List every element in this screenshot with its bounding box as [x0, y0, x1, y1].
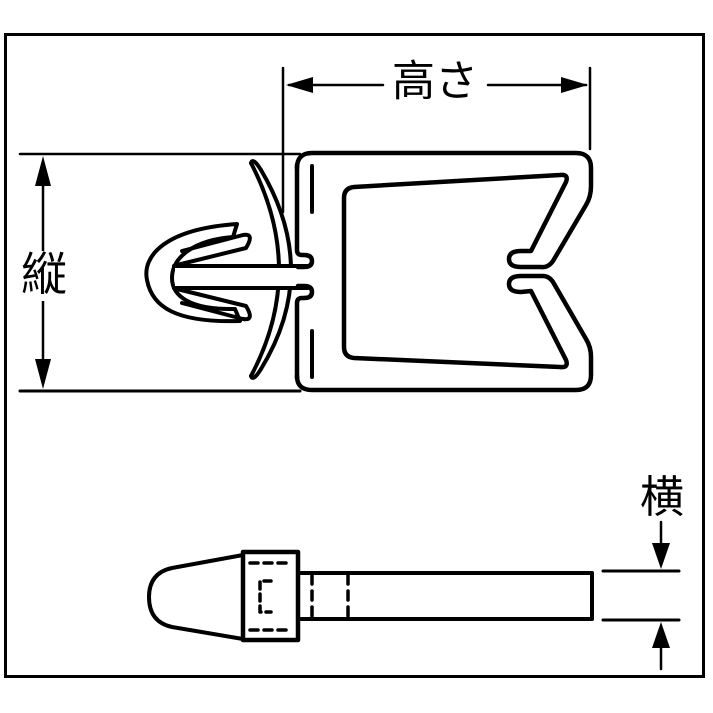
anchor-barb-fins — [175, 232, 252, 322]
arrowhead-up — [652, 622, 670, 648]
width-dimension-label: 横 — [640, 472, 684, 523]
arrowhead-down — [652, 543, 670, 569]
mount-block — [240, 549, 301, 643]
anchor-stem — [172, 264, 310, 290]
body-left-wall-lower — [294, 283, 315, 381]
arrowhead-left — [286, 77, 313, 93]
height-dimension-label: 高さ — [392, 57, 478, 107]
body-profile — [294, 150, 594, 393]
arrowhead-up — [35, 156, 51, 186]
body-outline — [294, 150, 594, 393]
anchor-head-side — [147, 553, 245, 641]
band-strip — [296, 571, 594, 621]
height-dimension — [281, 66, 592, 214]
vertical-dim-reference-lines — [18, 152, 302, 393]
body-left-wall-upper — [294, 162, 315, 270]
arrowhead-down — [35, 359, 51, 389]
anchor-head — [144, 222, 242, 324]
outline-frame — [4, 33, 705, 678]
width-dimension — [601, 520, 681, 671]
vertical-dimension-label: 縦 — [17, 251, 71, 301]
hidden-bracket — [258, 579, 273, 614]
side-view — [147, 520, 681, 671]
top-view-cross-section — [18, 66, 594, 393]
arrowhead-right — [561, 77, 588, 93]
